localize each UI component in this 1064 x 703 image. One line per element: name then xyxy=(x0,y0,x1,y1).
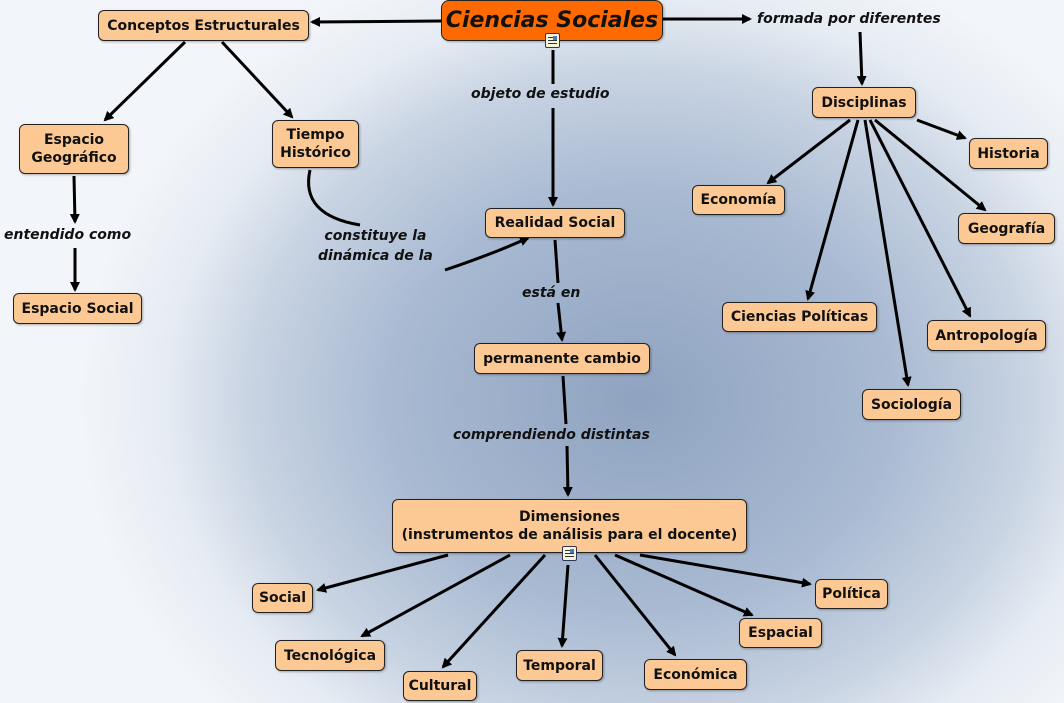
link-esta-en[interactable]: está en xyxy=(522,285,581,301)
link-objeto-de-estudio[interactable]: objeto de estudio xyxy=(471,86,610,102)
link-constituye-line1: constituye la xyxy=(324,228,427,244)
note-icon[interactable] xyxy=(545,33,560,48)
dimensiones-subtitle: (instrumentos de análisis para el docent… xyxy=(401,527,738,543)
concept-geografia[interactable]: Geografía xyxy=(958,213,1055,244)
concept-realidad-social[interactable]: Realidad Social xyxy=(485,208,625,238)
note-icon[interactable] xyxy=(562,546,577,561)
concept-permanente-cambio[interactable]: permanente cambio xyxy=(474,343,650,374)
concept-economia[interactable]: Economía xyxy=(692,185,785,215)
root-concept-ciencias-sociales[interactable]: Ciencias Sociales xyxy=(441,0,663,41)
concept-economica[interactable]: Económica xyxy=(644,659,747,690)
concept-espacio-geografico[interactable]: Espacio Geográfico xyxy=(19,124,129,174)
concept-politica[interactable]: Política xyxy=(815,579,888,609)
link-entendido-como[interactable]: entendido como xyxy=(4,227,132,243)
link-formada-por-diferentes[interactable]: formada por diferentes xyxy=(757,11,941,27)
concept-ciencias-politicas[interactable]: Ciencias Políticas xyxy=(722,302,877,332)
concept-espacial[interactable]: Espacial xyxy=(739,618,822,648)
link-constituye[interactable]: constituye la dinámica de la xyxy=(318,226,433,266)
concept-temporal[interactable]: Temporal xyxy=(516,650,603,681)
concept-sociologia[interactable]: Sociología xyxy=(862,389,961,420)
dimensiones-title: Dimensiones xyxy=(518,509,620,525)
concept-cultural[interactable]: Cultural xyxy=(403,671,477,701)
concept-tecnologica[interactable]: Tecnológica xyxy=(275,640,385,671)
concept-conceptos-estructurales[interactable]: Conceptos Estructurales xyxy=(98,10,309,41)
concept-disciplinas[interactable]: Disciplinas xyxy=(812,87,916,118)
concept-dimensiones[interactable]: Dimensiones (instrumentos de análisis pa… xyxy=(392,499,747,553)
concept-historia[interactable]: Historia xyxy=(969,138,1048,169)
concept-espacio-social[interactable]: Espacio Social xyxy=(13,293,142,324)
concept-social[interactable]: Social xyxy=(252,583,313,613)
concept-antropologia[interactable]: Antropología xyxy=(927,320,1046,351)
link-comprendiendo-distintas[interactable]: comprendiendo distintas xyxy=(453,427,650,443)
link-constituye-line2: dinámica de la xyxy=(318,248,433,264)
concept-tiempo-historico[interactable]: Tiempo Histórico xyxy=(272,120,359,168)
